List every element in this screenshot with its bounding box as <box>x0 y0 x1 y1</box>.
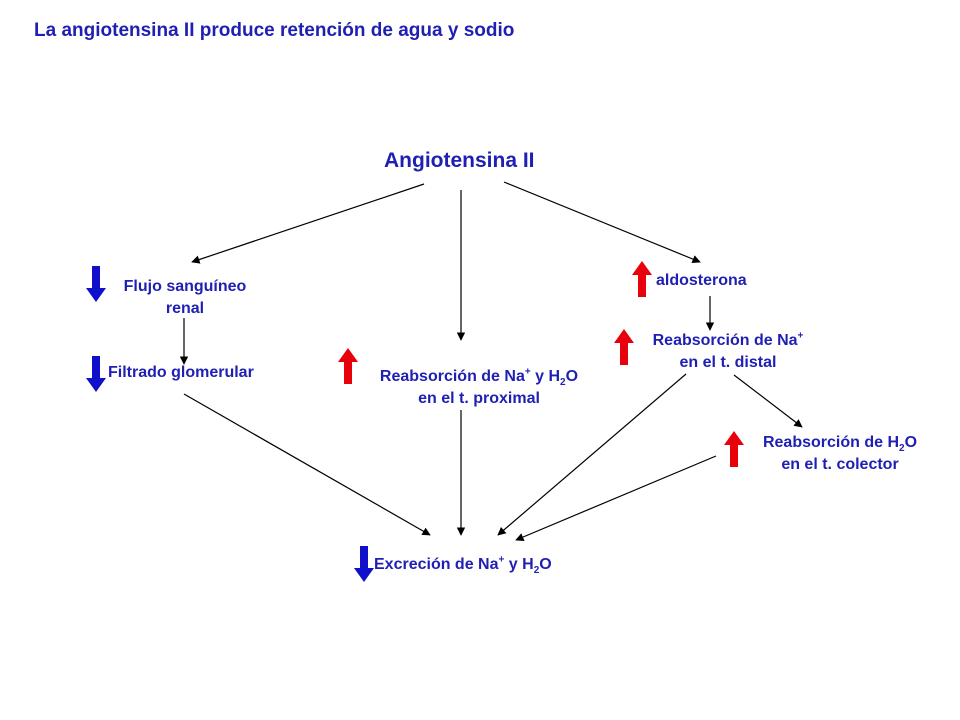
edge-distal-colector <box>733 374 803 428</box>
colector-line1: Reabsorción de H2O <box>762 434 918 455</box>
node-filtrado: Filtrado glomerular <box>108 362 254 384</box>
edge-colector-excrecion <box>515 455 717 541</box>
proximal-line2: en el t. proximal <box>418 390 540 407</box>
node-aldosterona: aldosterona <box>656 270 747 292</box>
flujo-line2: renal <box>165 300 205 317</box>
node-excrecion: Excreción de Na+ y H2O <box>374 554 552 576</box>
red-up-arrow-icon <box>338 348 358 384</box>
edge-angiotensina-flujo <box>191 183 425 264</box>
distal-line2: en el t. distal <box>679 354 777 371</box>
node-distal: Reabsorción de Na+ en el t. distal <box>636 330 820 374</box>
edge-angiotensina-aldosterona <box>503 181 701 264</box>
flujo-line1: Flujo sanguíneo <box>123 278 247 295</box>
node-colector: Reabsorción de H2O en el t. colector <box>744 432 936 476</box>
filtrado-label: Filtrado glomerular <box>108 364 254 381</box>
blue-down-arrow-icon <box>86 356 106 392</box>
red-up-arrow-icon <box>614 329 634 365</box>
angiotensina-label: Angiotensina II <box>384 149 535 172</box>
red-up-arrow-icon <box>724 431 744 467</box>
node-proximal: Reabsorción de Na+ y H2O en el t. proxim… <box>362 366 596 410</box>
edge-distal-excrecion <box>497 373 687 536</box>
distal-line1: Reabsorción de Na+ <box>652 330 804 349</box>
node-flujo: Flujo sanguíneo renal <box>108 276 262 320</box>
proximal-line1: Reabsorción de Na+ y H2O <box>379 366 579 389</box>
excrecion-label: Excreción de Na+ y H2O <box>374 554 552 577</box>
colector-line2: en el t. colector <box>781 456 899 473</box>
node-angiotensina: Angiotensina II <box>384 150 535 172</box>
edge-filtrado-excrecion <box>183 393 431 536</box>
aldosterona-label: aldosterona <box>656 272 747 289</box>
blue-down-arrow-icon <box>354 546 374 582</box>
blue-down-arrow-icon <box>86 266 106 302</box>
red-up-arrow-icon <box>632 261 652 297</box>
page-title: La angiotensina II produce retención de … <box>34 20 515 41</box>
